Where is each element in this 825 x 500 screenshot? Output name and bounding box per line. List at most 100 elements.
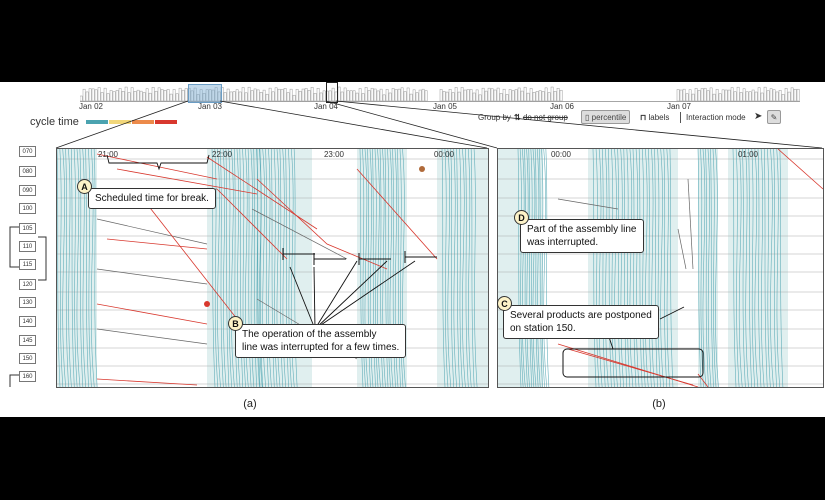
product-flow-line: [526, 149, 530, 387]
product-flow-line: [96, 328, 208, 345]
overview-bar: [718, 93, 722, 102]
product-flow-line: [79, 149, 84, 387]
station-label: 115: [19, 259, 36, 270]
callout-a: Scheduled time for break.: [88, 188, 216, 209]
product-flow-line: [751, 149, 756, 387]
interruption-bracket: [358, 253, 391, 265]
product-flow-line: [545, 149, 550, 387]
callout-d-line2: was interrupted.: [527, 237, 599, 248]
overview-date-label: Jan 06: [549, 102, 575, 111]
product-flow-line: [707, 149, 712, 387]
overview-bar: [754, 91, 758, 102]
overview-date-label: Jan 07: [666, 102, 692, 111]
overview-bar: [796, 88, 800, 102]
product-flow-line: [441, 149, 446, 387]
overview-bar: [208, 89, 212, 102]
overview-bar: [265, 93, 269, 102]
overview-bar: [469, 89, 473, 102]
product-flow-line: [732, 149, 737, 387]
percentile-icon: ▯: [585, 113, 592, 122]
panel-b[interactable]: [497, 148, 824, 388]
overview-bar: [424, 90, 428, 102]
overview-bar: [745, 91, 749, 102]
overview-bar: [127, 92, 131, 102]
station-label: 100: [19, 203, 36, 214]
overview-bar: [550, 86, 554, 102]
product-flow-line: [700, 149, 704, 387]
flow-band: [498, 149, 543, 387]
overview-bar: [112, 91, 116, 102]
overview-bar: [97, 87, 101, 102]
product-flow-line: [444, 149, 449, 387]
overview-bar: [202, 93, 206, 102]
panel-b-chart: [498, 149, 823, 387]
interruption-marker-red: [204, 301, 210, 307]
overview-bar: [439, 89, 443, 102]
overview-bar: [373, 88, 377, 102]
overview-bar: [736, 86, 740, 102]
overview-bar: [478, 94, 482, 102]
group-icon: ⇅: [514, 113, 523, 122]
percentile-button[interactable]: ▯ percentile: [581, 110, 631, 124]
callout-b: The operation of the assembly line was i…: [235, 324, 407, 358]
product-flow-line: [470, 149, 475, 387]
overview-bar: [346, 90, 350, 102]
overview-bar: [538, 90, 542, 102]
overview-bar: [235, 89, 239, 102]
time-label: 00:00: [433, 150, 455, 159]
overview-bar: [688, 89, 692, 102]
product-flow-line: [59, 149, 64, 387]
station-label: 160: [19, 371, 36, 382]
product-flow-line: [453, 149, 457, 387]
brush-tool-icon[interactable]: ✎: [767, 110, 781, 124]
overview-brush-selection[interactable]: [188, 84, 222, 103]
product-flow-line: [567, 348, 694, 386]
overview-bar: [766, 90, 770, 102]
product-flow-line: [521, 149, 526, 387]
product-flow-line: [666, 149, 671, 387]
overview-bar: [301, 88, 305, 102]
overview-bar: [532, 92, 536, 102]
caption-b: (b): [652, 398, 666, 410]
labels-option[interactable]: ⊓ labels: [640, 113, 669, 122]
do-not-group-option[interactable]: ⇅ do not group: [514, 113, 568, 122]
overview-bar: [685, 93, 689, 102]
overview-bar: [166, 89, 170, 102]
station-label: 110: [19, 241, 36, 252]
callout-b-line2: line was interrupted for a few times.: [242, 342, 400, 353]
overview-bar: [412, 89, 416, 102]
product-flow-line: [657, 149, 661, 387]
overview-bar: [109, 90, 113, 102]
overview-bar: [232, 91, 236, 102]
overview-bar: [169, 93, 173, 102]
callout-d-badge: D: [514, 210, 529, 225]
labels-label: labels: [648, 113, 670, 122]
overview-bar: [283, 88, 287, 102]
product-flow-line: [605, 149, 609, 387]
product-flow-line: [712, 149, 717, 387]
overview-bar: [262, 89, 266, 102]
overview-bar: [415, 92, 419, 102]
overview-bar: [493, 89, 497, 102]
overview-bar: [331, 87, 335, 102]
overview-bar: [253, 88, 257, 102]
station-label: 090: [19, 185, 36, 196]
overview-bar: [277, 88, 281, 102]
product-flow-line: [626, 149, 631, 387]
overview-bar: [361, 93, 365, 102]
overview-bar: [379, 88, 383, 102]
overview-bar: [541, 91, 545, 102]
product-flow-line: [754, 149, 759, 387]
product-flow-line: [541, 149, 545, 387]
product-flow-line: [459, 149, 463, 387]
zoom-line-b-left: [325, 100, 498, 149]
overview-bar: [712, 93, 716, 102]
product-flow-line: [635, 149, 640, 387]
pointer-icon[interactable]: ➤: [754, 111, 763, 122]
overview-bar: [484, 90, 488, 102]
overview-bar: [103, 87, 107, 102]
product-flow-line: [557, 198, 619, 210]
overview-bar: [199, 89, 203, 102]
overview-bar: [496, 87, 500, 102]
overview-bar: [697, 90, 701, 102]
